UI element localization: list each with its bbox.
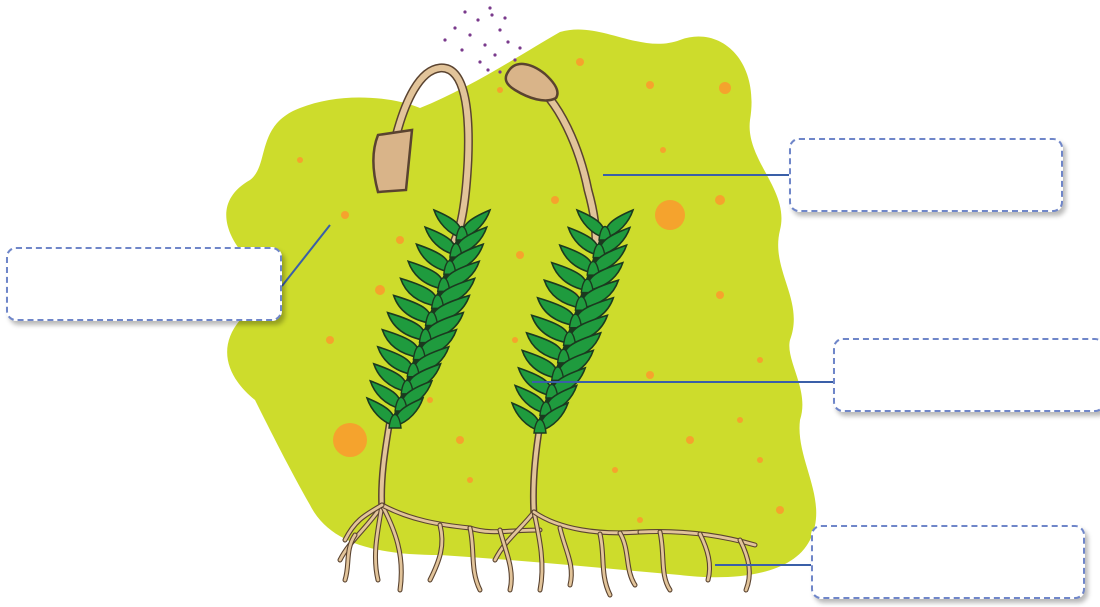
orange-spot [716, 291, 724, 299]
spore-dot [463, 10, 466, 13]
orange-spot [297, 157, 303, 163]
orange-spot [456, 436, 464, 444]
spore-dot [476, 18, 479, 21]
spore-dot [503, 16, 506, 19]
label-box-bottom-right[interactable] [811, 525, 1085, 599]
spore-dot [488, 6, 491, 9]
spore-dot [498, 28, 501, 31]
background-blob [226, 29, 816, 577]
spore-dot [493, 53, 496, 56]
spore-dot [498, 70, 501, 73]
spore-dot [486, 68, 489, 71]
spore-dot [468, 33, 471, 36]
orange-spot [757, 357, 763, 363]
orange-spot [512, 337, 518, 343]
orange-spot [719, 82, 731, 94]
orange-spot [396, 236, 404, 244]
orange-spot [686, 436, 694, 444]
orange-spot [757, 457, 763, 463]
spore-dot [460, 48, 463, 51]
spore-dot [443, 38, 446, 41]
orange-spot [427, 397, 433, 403]
orange-spot [467, 477, 473, 483]
orange-spot [637, 517, 643, 523]
orange-spot [776, 506, 784, 514]
orange-spot [326, 336, 334, 344]
spore-dot [490, 13, 493, 16]
orange-spot [516, 251, 524, 259]
orange-spot [655, 200, 685, 230]
orange-spot [646, 81, 654, 89]
label-box-left[interactable] [6, 247, 282, 321]
spore-dot [483, 43, 486, 46]
orange-spot [737, 417, 743, 423]
orange-spot [551, 196, 559, 204]
orange-spot [612, 467, 618, 473]
spore-dot [478, 60, 481, 63]
orange-spot [576, 58, 584, 66]
spore-dot [506, 40, 509, 43]
left-capsule [374, 130, 413, 192]
spore-dot [513, 58, 516, 61]
orange-spot [333, 423, 367, 457]
label-box-mid-right[interactable] [833, 338, 1100, 412]
orange-spot [715, 195, 725, 205]
orange-spot [375, 285, 385, 295]
spore-dot [518, 46, 521, 49]
spore-dot [453, 26, 456, 29]
orange-spot [497, 87, 503, 93]
orange-spot [341, 211, 349, 219]
orange-spot [646, 371, 654, 379]
orange-spot [660, 147, 666, 153]
label-box-top-right[interactable] [789, 138, 1063, 212]
